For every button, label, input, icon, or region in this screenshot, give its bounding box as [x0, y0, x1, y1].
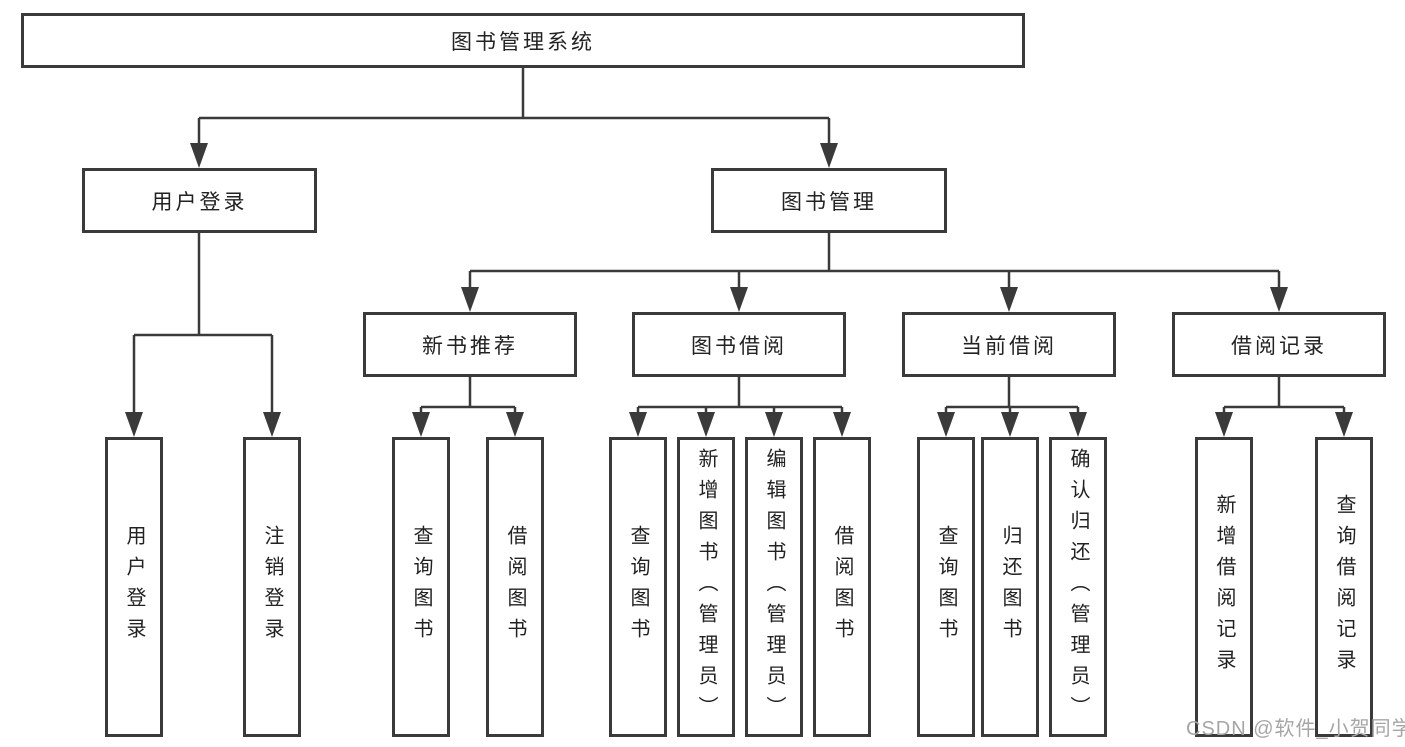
leaf-borrow-books-recommend: 借阅图书 — [486, 437, 544, 737]
leaf-edit-books-admin: 编辑图书（管理员） — [745, 437, 803, 737]
leaf-user-login: 用户登录 — [105, 437, 163, 737]
leaf-query-books-current: 查询图书 — [917, 437, 975, 737]
leaf-return-books: 归还图书 — [981, 437, 1039, 737]
leaf-label: 新增图书（管理员） — [695, 447, 717, 727]
node-current-borrowing: 当前借阅 — [902, 312, 1116, 377]
leaf-logout: 注销登录 — [243, 437, 301, 737]
leaf-label: 借阅图书 — [504, 525, 526, 649]
leaf-add-books-admin: 新增图书（管理员） — [677, 437, 735, 737]
node-label: 借阅记录 — [1231, 334, 1327, 358]
leaf-query-books-recommend: 查询图书 — [392, 437, 450, 737]
node-label: 新书推荐 — [422, 334, 518, 358]
node-system-root: 图书管理系统 — [21, 13, 1025, 68]
node-book-borrowing: 图书借阅 — [632, 312, 846, 377]
node-label: 用户登录 — [151, 190, 248, 214]
node-book-management: 图书管理 — [711, 168, 947, 233]
leaf-label: 归还图书 — [999, 525, 1021, 649]
leaf-add-borrow-record: 新增借阅记录 — [1195, 437, 1253, 737]
csdn-watermark: CSDN @软件_小贺同学 — [1186, 718, 1405, 740]
node-user-login: 用户登录 — [82, 168, 317, 233]
leaf-label: 新增借阅记录 — [1213, 494, 1235, 680]
leaf-label: 查询图书 — [410, 525, 432, 649]
node-new-book-recommendation: 新书推荐 — [363, 312, 577, 377]
leaf-label: 确认归还（管理员） — [1067, 447, 1089, 727]
leaf-label: 用户登录 — [123, 525, 145, 649]
leaf-label: 查询借阅记录 — [1333, 494, 1355, 680]
node-borrowing-records: 借阅记录 — [1172, 312, 1386, 377]
leaf-label: 查询图书 — [627, 525, 649, 649]
leaf-query-books-borrow: 查询图书 — [609, 437, 667, 737]
node-label: 图书借阅 — [691, 334, 787, 358]
leaf-label: 查询图书 — [935, 525, 957, 649]
leaf-label: 借阅图书 — [831, 525, 853, 649]
leaf-label: 注销登录 — [261, 525, 283, 649]
leaf-label: 编辑图书（管理员） — [763, 447, 785, 727]
node-label: 当前借阅 — [961, 334, 1057, 358]
node-label: 图书管理 — [781, 190, 877, 214]
leaf-confirm-return-admin: 确认归还（管理员） — [1049, 437, 1107, 737]
leaf-query-borrow-record: 查询借阅记录 — [1315, 437, 1373, 737]
node-label: 图书管理系统 — [451, 30, 595, 54]
leaf-borrow-books: 借阅图书 — [813, 437, 871, 737]
